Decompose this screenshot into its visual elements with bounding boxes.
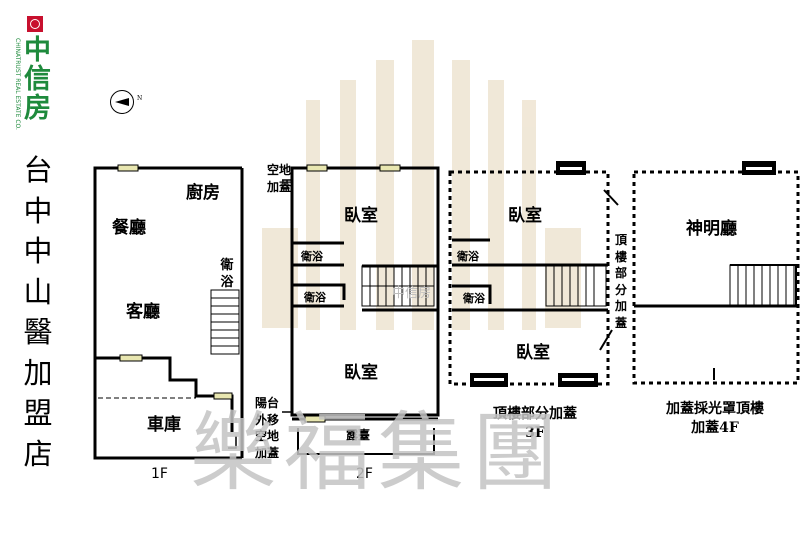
room-terrace: 露臺 xyxy=(346,428,371,442)
compass-north-label: N xyxy=(137,95,143,102)
room-bath-2f-1: 衛浴 xyxy=(301,250,323,263)
note-2f-top: 空地加蓋 xyxy=(266,163,291,194)
caption-4f: 加蓋採光罩頂樓加蓋4F xyxy=(666,401,764,436)
room-bath-3f-2: 衛浴 xyxy=(463,292,485,305)
brand-logo-mark xyxy=(27,16,43,32)
room-bath-3f-1: 衛浴 xyxy=(457,250,479,263)
note-3f-side: 頂樓部分加蓋 xyxy=(614,233,627,330)
room-kitchen: 廚房 xyxy=(186,183,220,203)
note-2f-bottom: 陽台外移空地加蓋 xyxy=(254,396,279,460)
brand-logo-text: 中信房 xyxy=(24,35,51,124)
room-bedroom-2f-top: 臥室 xyxy=(344,206,378,226)
compass-icon xyxy=(110,90,134,114)
floor-label-2f: 2F xyxy=(356,466,373,482)
room-bath-2f-2: 衛浴 xyxy=(304,291,326,304)
brand-logo-subtitle: CHINATRUST REAL ESTATE CO. xyxy=(14,38,21,130)
room-bath-1f: 衛浴 xyxy=(220,258,234,290)
watermark-text: 樂福集團 xyxy=(190,403,566,503)
watermark-small-text: 中信房 xyxy=(392,286,432,301)
floor-label-1f: 1F xyxy=(151,466,168,482)
room-garage: 車庫 xyxy=(147,415,181,435)
room-bedroom-3f-bottom: 臥室 xyxy=(516,343,550,363)
room-bedroom-3f-top: 臥室 xyxy=(508,206,542,226)
store-title: 台中中山醫加盟店 xyxy=(23,153,53,471)
room-bedroom-2f-bottom: 臥室 xyxy=(344,363,378,383)
room-shrine-4f: 神明廳 xyxy=(686,219,737,239)
caption-3f: 頂樓部分加蓋3F xyxy=(493,406,577,441)
room-dining: 餐廳 xyxy=(112,218,146,238)
room-living: 客廳 xyxy=(126,302,160,322)
